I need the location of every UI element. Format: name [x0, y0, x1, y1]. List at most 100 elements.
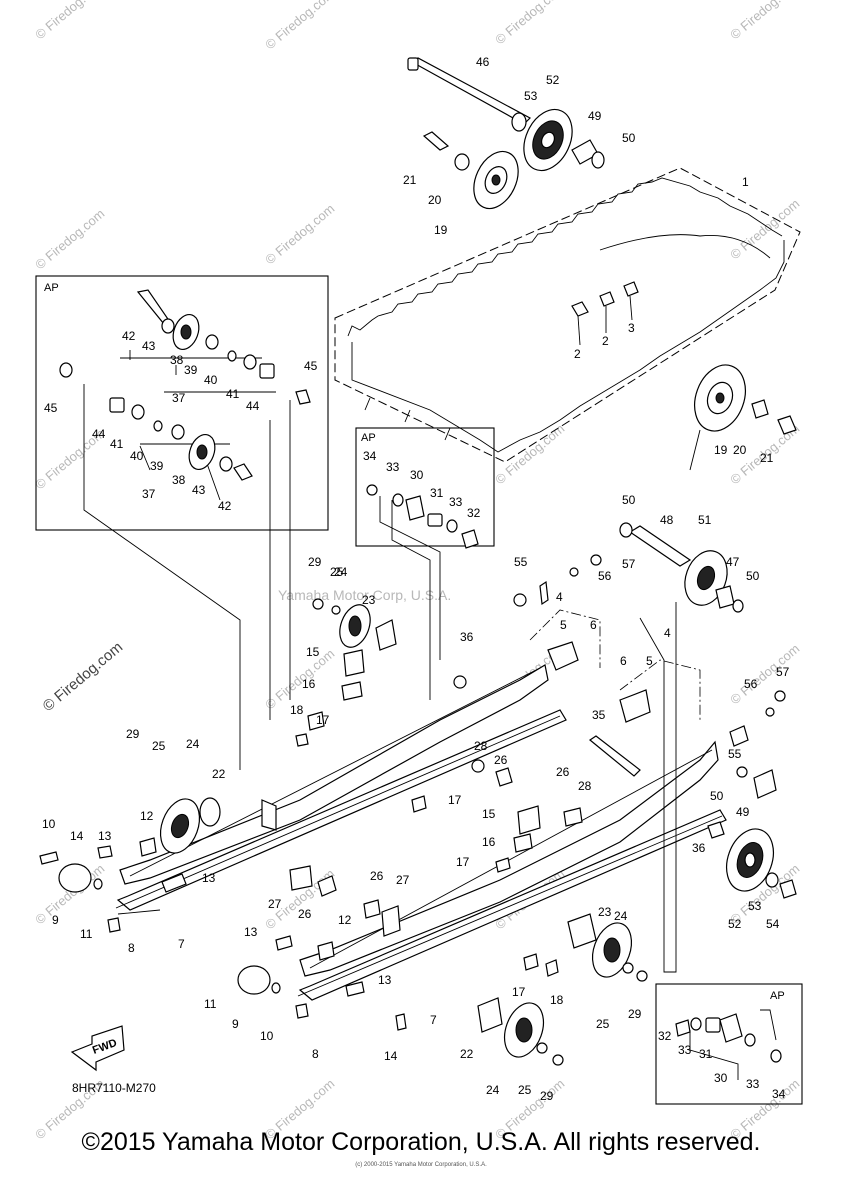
- callout-26: 26: [298, 907, 312, 921]
- callout-50: 50: [622, 131, 636, 145]
- watermark: © Firedog.com: [727, 641, 802, 707]
- watermark-dark: © Firedog.com: [40, 639, 126, 715]
- callout-9: 9: [232, 1017, 239, 1031]
- callout-41: 41: [110, 437, 124, 451]
- callout-11: 11: [80, 927, 93, 941]
- callout-17: 17: [316, 713, 330, 727]
- ap-box-middle: [355, 427, 495, 700]
- callout-26: 26: [556, 765, 570, 779]
- callout-25: 25: [330, 565, 344, 579]
- callout-24: 24: [486, 1083, 500, 1097]
- callout-1: 1: [742, 175, 749, 189]
- center-shaft-assembly: [513, 522, 786, 777]
- callout-50: 50: [622, 493, 636, 507]
- callout-56: 56: [598, 569, 612, 583]
- rail-right: [237, 740, 727, 1031]
- callout-26: 26: [370, 869, 384, 883]
- watermark: © Firedog.com: [262, 0, 337, 52]
- callout-31: 31: [699, 1047, 713, 1061]
- callout-26: 26: [494, 753, 508, 767]
- callout-17: 17: [448, 793, 462, 807]
- callout-6: 6: [590, 618, 597, 632]
- callout-57: 57: [622, 557, 636, 571]
- callout-10: 10: [260, 1029, 274, 1043]
- callout-57: 57: [776, 665, 790, 679]
- callout-42: 42: [218, 499, 232, 513]
- callout-50: 50: [746, 569, 760, 583]
- ap-box-bottom-right: [655, 983, 803, 1105]
- callout-17: 17: [456, 855, 470, 869]
- callout-2: 2: [574, 347, 581, 361]
- callout-22: 22: [460, 1047, 474, 1061]
- callout-20: 20: [733, 443, 747, 457]
- callout-25: 25: [152, 739, 166, 753]
- copyright-footer: ©2015 Yamaha Motor Corporation, U.S.A. A…: [81, 1128, 761, 1156]
- suspension-parts: [289, 598, 648, 1066]
- callout-7: 7: [430, 1013, 437, 1027]
- callout-43: 43: [142, 339, 156, 353]
- callout-33: 33: [386, 460, 400, 474]
- callout-46: 46: [476, 55, 490, 69]
- callout-52: 52: [728, 917, 742, 931]
- callout-36: 36: [460, 630, 474, 644]
- callout-29: 29: [540, 1089, 554, 1103]
- callout-25: 25: [596, 1017, 610, 1031]
- callout-2: 2: [602, 334, 609, 348]
- callout-50: 50: [710, 789, 724, 803]
- callout-17: 17: [512, 985, 526, 999]
- callout-13: 13: [378, 973, 392, 987]
- callout-38: 38: [170, 353, 184, 367]
- callout-43: 43: [192, 483, 206, 497]
- watermark: © Firedog.com: [492, 421, 567, 487]
- callout-18: 18: [290, 703, 304, 717]
- callout-25: 25: [518, 1083, 532, 1097]
- callout-54: 54: [766, 917, 780, 931]
- watermark: © Firedog.com: [492, 0, 567, 47]
- callout-22: 22: [212, 767, 226, 781]
- callout-51: 51: [698, 513, 712, 527]
- callout-10: 10: [42, 817, 56, 831]
- callout-20: 20: [428, 193, 442, 207]
- callout-12: 12: [140, 809, 154, 823]
- ap-box-top-left: [35, 275, 329, 770]
- callout-23: 23: [362, 593, 376, 607]
- callout-19: 19: [714, 443, 728, 457]
- callout-8: 8: [128, 941, 135, 955]
- callout-33: 33: [678, 1043, 692, 1057]
- watermark: © Firedog.com: [262, 201, 337, 267]
- rail-left: [39, 664, 567, 933]
- center-watermark: Yamaha Motor Corp, U.S.A.: [278, 587, 451, 603]
- callout-19: 19: [434, 223, 448, 237]
- diagram-code: 8HR7110-M270: [72, 1081, 156, 1095]
- callout-13: 13: [98, 829, 112, 843]
- callout-34: 34: [363, 449, 377, 463]
- callout-14: 14: [384, 1049, 398, 1063]
- callout-23: 23: [598, 905, 612, 919]
- callout-27: 27: [396, 873, 410, 887]
- callout-4: 4: [556, 590, 563, 604]
- callout-30: 30: [714, 1071, 728, 1085]
- callout-6: 6: [620, 654, 627, 668]
- callout-5: 5: [646, 654, 653, 668]
- callout-21: 21: [403, 173, 417, 187]
- callout-24: 24: [614, 909, 628, 923]
- callout-28: 28: [578, 779, 592, 793]
- callout-13: 13: [244, 925, 258, 939]
- callout-28: 28: [474, 739, 488, 753]
- callout-42: 42: [122, 329, 136, 343]
- callout-33: 33: [449, 495, 463, 509]
- callout-7: 7: [178, 937, 185, 951]
- callout-45: 45: [304, 359, 318, 373]
- track-idler-right: [689, 364, 797, 471]
- callout-21: 21: [760, 451, 774, 465]
- callout-24: 24: [334, 565, 348, 579]
- callout-37: 37: [142, 487, 156, 501]
- callout-45: 45: [44, 401, 58, 415]
- callout-29: 29: [628, 1007, 642, 1021]
- watermark: © Firedog.com: [727, 0, 802, 42]
- callout-8: 8: [312, 1047, 319, 1061]
- callout-52: 52: [546, 73, 560, 87]
- tiny-copyright: (c) 2000-2015 Yamaha Motor Corporation, …: [355, 1162, 487, 1168]
- callout-55: 55: [728, 747, 742, 761]
